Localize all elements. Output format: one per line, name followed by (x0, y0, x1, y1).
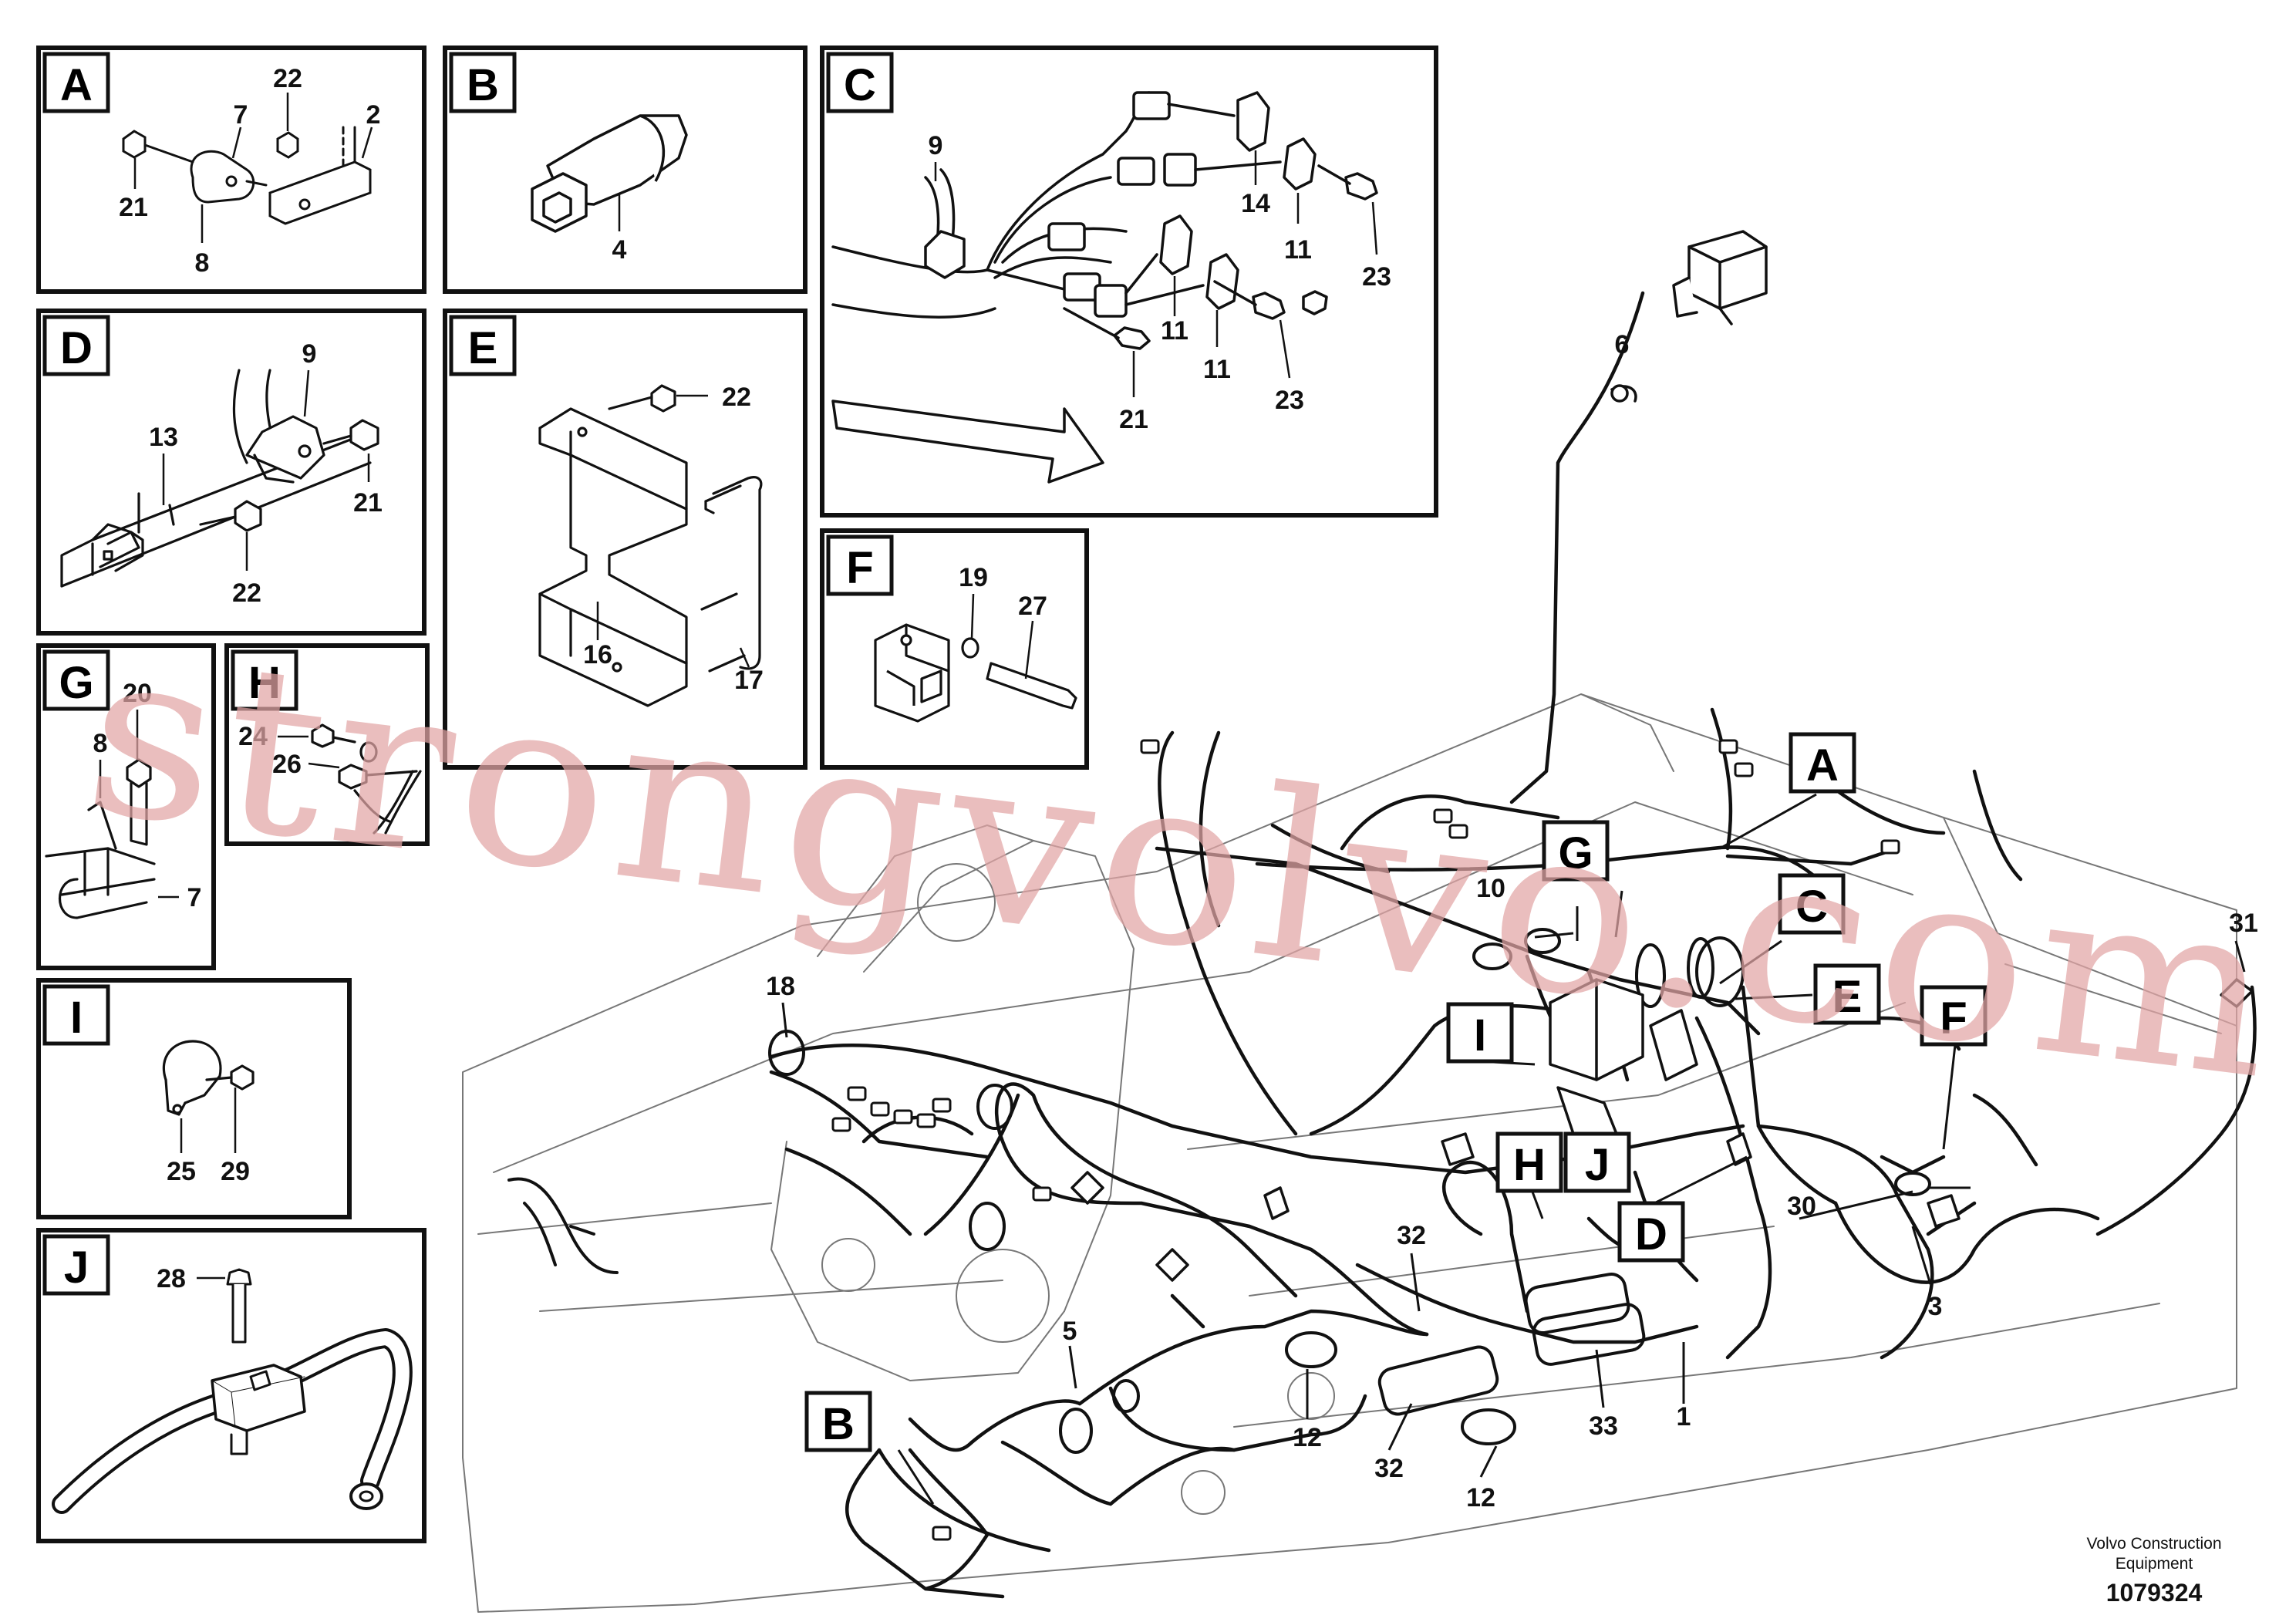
part-number: 12 (1466, 1483, 1495, 1512)
callout: 11 (1284, 235, 1312, 265)
main-callout-box-a: A (1789, 732, 1856, 794)
part-number: 6 (1615, 330, 1630, 359)
footer: Volvo Construction Equipment 1079324 (2086, 1535, 2221, 1607)
callout: 19 (959, 563, 988, 592)
detail-box-a: A 22 7 2 21 8 (36, 46, 426, 294)
callout: 25 (167, 1157, 196, 1186)
main-callout-letter: D (1635, 1209, 1667, 1259)
main-callout-letter: B (822, 1399, 855, 1449)
detail-box-i: I 25 29 (36, 978, 352, 1219)
callout: 14 (1241, 189, 1270, 218)
main-view-leaders (781, 793, 2246, 1505)
detail-box-f: F 19 27 (820, 528, 1089, 770)
main-callout-letter: A (1806, 740, 1839, 791)
callout: 17 (734, 666, 764, 695)
main-callout-box-f: F (1920, 985, 1988, 1047)
main-callout-letter: F (1940, 993, 1967, 1044)
callout: 23 (1275, 386, 1304, 415)
main-callout-box-e: E (1813, 963, 1881, 1025)
box-letter-e: E (468, 323, 498, 373)
callout: 24 (238, 722, 268, 751)
detail-box-e: E 22 16 17 (443, 309, 807, 770)
main-callout-letter: H (1513, 1140, 1546, 1190)
part-number: 12 (1293, 1423, 1322, 1452)
box-letter-i: I (70, 993, 83, 1043)
callout: 28 (157, 1264, 186, 1293)
callout: 21 (353, 488, 383, 518)
detail-box-h: H 24 26 (224, 643, 430, 846)
main-callout-letter: E (1832, 972, 1863, 1022)
box-letter-c: C (844, 60, 876, 110)
main-callout-box-j: J (1563, 1131, 1631, 1193)
part-number: 10 (1476, 874, 1505, 903)
box-letter-b: B (467, 60, 499, 110)
callout: 16 (583, 640, 612, 669)
callout: 8 (195, 248, 210, 278)
part-number: 33 (1589, 1411, 1618, 1441)
callout: 22 (273, 64, 302, 93)
box-letter-a: A (60, 60, 93, 110)
detail-box-d: D 9 13 21 (36, 309, 426, 636)
part-number: 5 (1063, 1317, 1077, 1346)
main-callout-box-b: B (804, 1391, 872, 1452)
callout: 29 (221, 1157, 250, 1186)
callout: 2 (366, 100, 381, 130)
box-letter-d: D (60, 323, 93, 373)
callout: 21 (119, 193, 148, 222)
main-callout-box-i: I (1446, 1002, 1514, 1064)
detail-box-b: B 4 (443, 46, 807, 294)
main-part-numbers: 6 10 31 18 30 3 32 5 12 32 33 1 12 (766, 330, 2258, 1512)
callout: 9 (302, 339, 317, 369)
callout: 23 (1362, 262, 1391, 292)
document-number: 1079324 (2106, 1579, 2203, 1607)
main-callout-letter: C (1795, 882, 1828, 932)
callout: 9 (929, 131, 943, 160)
callout: 4 (612, 235, 627, 265)
box-letter-j: J (64, 1243, 89, 1293)
credit-line-1: Volvo Construction (2086, 1535, 2221, 1553)
main-callout-box-g: G (1542, 820, 1610, 882)
part-number: 30 (1787, 1192, 1816, 1221)
part-number: 32 (1397, 1221, 1426, 1250)
part-number: 31 (2229, 909, 2258, 938)
callout: 8 (93, 729, 108, 758)
box-letter-g: G (59, 658, 93, 708)
credit-line-2: Equipment (2116, 1555, 2193, 1573)
callout: 7 (187, 883, 202, 912)
callout: 22 (722, 383, 751, 412)
box-letter-h: H (248, 658, 281, 708)
main-callout-box-d: D (1617, 1201, 1685, 1263)
detail-box-c: C (820, 46, 1438, 518)
main-callout-box-h: H (1495, 1131, 1563, 1193)
callout: 20 (123, 679, 152, 708)
callout: 11 (1161, 316, 1188, 346)
detail-box-g: G 20 8 7 (36, 643, 216, 970)
callout: 21 (1119, 405, 1148, 434)
main-callout-letter: G (1558, 828, 1593, 878)
part-number: 18 (766, 972, 795, 1001)
main-callout-box-c: C (1778, 873, 1846, 935)
callout: 7 (234, 100, 248, 130)
main-callout-letter: I (1474, 1010, 1486, 1061)
callout: 22 (232, 578, 261, 608)
callout: 26 (272, 750, 302, 779)
main-assembly-view (462, 230, 2257, 1613)
main-callout-letter: J (1585, 1140, 1610, 1190)
box-a-callouts (133, 93, 373, 243)
callout: 13 (149, 423, 178, 452)
box-letter-f: F (846, 543, 873, 593)
part-number: 3 (1928, 1292, 1943, 1321)
part-number: 32 (1374, 1454, 1404, 1483)
callout: 27 (1018, 592, 1047, 621)
part-number: 1 (1677, 1402, 1691, 1431)
detail-box-j: J 28 (36, 1228, 426, 1543)
callout: 11 (1203, 355, 1231, 384)
